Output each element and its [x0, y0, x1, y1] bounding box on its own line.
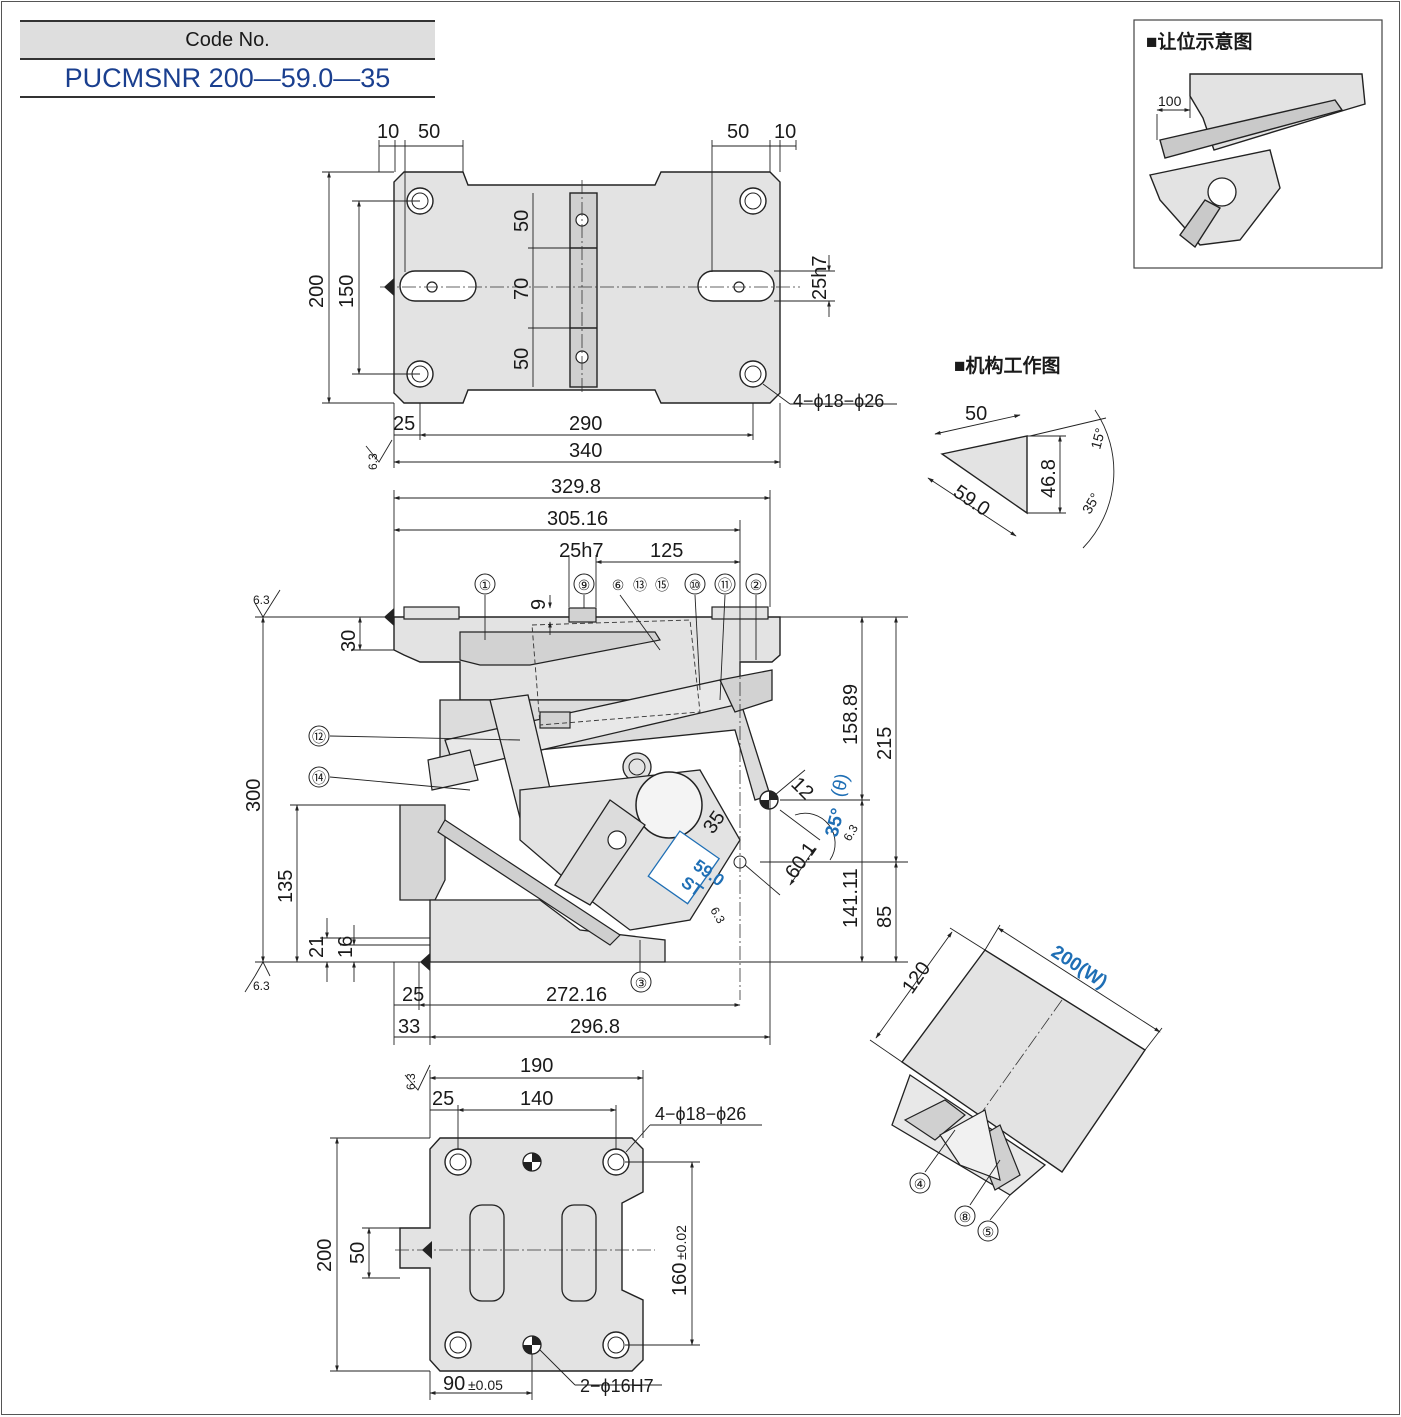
code-number-header: Code No.: [20, 20, 435, 60]
mechanism-title: ■机构工作图: [954, 354, 1060, 377]
front-dim-25h7: 25h7: [559, 540, 604, 562]
front-dim-33: 33: [398, 1016, 420, 1038]
mech-dim-50: 50: [965, 403, 987, 425]
code-number-value: PUCMSNR 200—59.0—35: [20, 60, 435, 98]
bottom-dim-200: 200: [314, 1239, 336, 1272]
top-dim-200: 200: [306, 275, 328, 308]
top-dim-10-left: 10: [377, 121, 399, 143]
mech-angle-35: 35°: [1079, 490, 1103, 516]
top-dim-340: 340: [569, 440, 602, 462]
top-holes-note: 4−ϕ18−ϕ26: [793, 391, 884, 411]
bottom-holes-note: 4−ϕ18−ϕ26: [655, 1104, 746, 1124]
bottom-pins-note: 2−ϕ16H7: [580, 1376, 654, 1396]
iso-callout-5: ⑤: [982, 1224, 995, 1240]
callout-6: ⑥: [612, 577, 625, 593]
front-roughness-mid: 6.3: [707, 905, 728, 927]
clearance-inset: ■让位示意图 100: [1133, 19, 1383, 269]
front-dim-215: 215: [874, 727, 896, 760]
bottom-plate: [399, 1137, 644, 1372]
front-dim-85: 85: [874, 906, 896, 928]
front-dim-141.11: 141.11: [840, 868, 862, 928]
code-number-box: Code No. PUCMSNR 200—59.0—35: [20, 20, 435, 98]
callout-14: ⑭: [312, 770, 326, 786]
front-dim-329.8: 329.8: [551, 476, 601, 498]
callout-2: ②: [750, 577, 763, 593]
bottom-dim-160: 160: [669, 1263, 691, 1296]
front-dim-9: 9: [528, 599, 550, 610]
top-dim-70: 70: [511, 278, 533, 300]
iso-view: 120 200(W) ④ ⑧ ⑤: [869, 924, 1163, 1242]
bottom-roughness: 6.3: [404, 1073, 418, 1090]
iso-callout-8: ⑧: [959, 1209, 972, 1225]
front-roughness-top: 6.3: [253, 593, 270, 607]
callout-3: ③: [635, 975, 648, 991]
top-slot-left: [399, 270, 477, 302]
iso-dim-width: 200(W): [1047, 942, 1111, 994]
front-dim-16: 16: [335, 936, 357, 958]
front-dim-60.1: 60.1: [781, 838, 821, 883]
mech-dim-46.8: 46.8: [1038, 459, 1060, 498]
bottom-view: 190 25 140 4−ϕ18−ϕ26 6.3 200 50 160 ±0: [314, 1055, 762, 1400]
clearance-inset-frame: [1133, 19, 1383, 269]
top-dim-290: 290: [569, 413, 602, 435]
callout-9: ⑨: [578, 577, 591, 593]
top-dim-50-right: 50: [727, 121, 749, 143]
top-roughness: 6.3: [366, 453, 380, 470]
front-angle-theta: (θ): [828, 771, 854, 799]
top-dim-50-left: 50: [418, 121, 440, 143]
front-dim-25: 25: [402, 984, 424, 1006]
callout-12: ⑫: [312, 729, 326, 745]
front-dim-21: 21: [306, 936, 328, 958]
top-dim-50-top: 50: [511, 210, 533, 232]
front-view: 329.8 305.16 25h7 125 9 30 300 135: [243, 476, 908, 1045]
mech-dim-59.0: 59.0: [949, 481, 994, 521]
front-roughness-bottom: 6.3: [253, 979, 270, 993]
callout-1: ①: [479, 577, 492, 593]
mechanism-inset: ■机构工作图 50 46.8 59.0 15° 35°: [927, 354, 1115, 549]
front-dim-272.16: 272.16: [546, 984, 607, 1006]
top-dim-50-bottom: 50: [511, 348, 533, 370]
mech-angle-15: 15°: [1087, 426, 1108, 451]
callout-11: ⑪: [718, 577, 732, 593]
clearance-title: ■让位示意图: [1146, 30, 1252, 53]
front-dim-30: 30: [338, 630, 360, 652]
bottom-dim-190: 190: [520, 1055, 553, 1077]
front-dim-300: 300: [243, 779, 265, 812]
bottom-dim-90-tol: ±0.05: [468, 1377, 503, 1393]
callout-10: ⑩: [689, 577, 702, 593]
top-dim-25h7: 25h7: [809, 256, 831, 301]
front-dim-305.16: 305.16: [547, 508, 608, 530]
driver-roller: [635, 771, 703, 839]
top-dim-150: 150: [336, 275, 358, 308]
front-dim-125: 125: [650, 540, 683, 562]
top-view: 10 50 50 10 200 150 50 70 50: [306, 121, 897, 470]
clearance-dim-100: 100: [1158, 93, 1182, 109]
iso-callout-4: ④: [914, 1176, 927, 1192]
top-dim-25: 25: [393, 413, 415, 435]
front-dim-158.89: 158.89: [840, 684, 862, 745]
top-dim-10-right: 10: [774, 121, 796, 143]
bottom-dim-160-tol: ±0.02: [673, 1225, 689, 1260]
bottom-dim-140: 140: [520, 1088, 553, 1110]
clearance-sketch: 100: [1149, 73, 1366, 249]
front-dim-135: 135: [275, 870, 297, 903]
bottom-dim-25: 25: [432, 1088, 454, 1110]
front-dim-296.8: 296.8: [570, 1016, 620, 1038]
bottom-dim-50: 50: [347, 1242, 369, 1264]
callout-13: ⑬: [633, 577, 647, 593]
callout-15: ⑮: [655, 577, 669, 593]
bottom-dim-90: 90: [443, 1373, 465, 1395]
